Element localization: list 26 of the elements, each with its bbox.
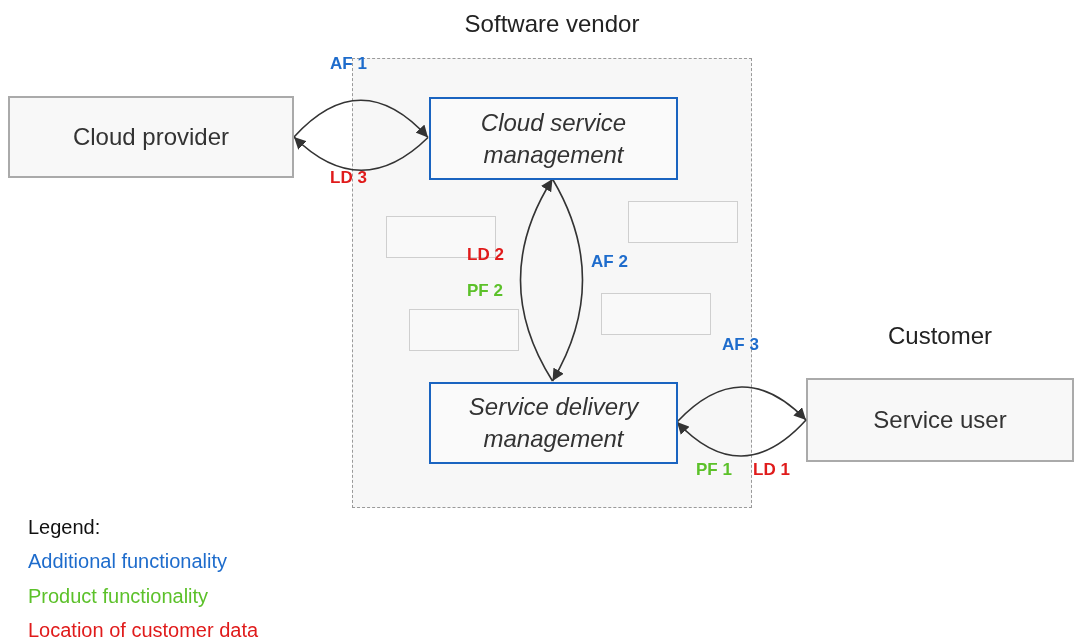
flow-code: LD 3 <box>330 168 367 188</box>
process-box: Cloud provider <box>8 96 294 178</box>
flow-code: PF 2 <box>467 281 503 301</box>
group-heading: Customer <box>888 322 992 350</box>
legend-entry: Product functionality <box>28 585 209 608</box>
process-box: Cloud service management <box>429 97 678 180</box>
curved-arrow <box>293 136 429 172</box>
empty-box <box>409 309 519 351</box>
legend-entry: Additional functionality <box>28 550 227 573</box>
legend-title: Legend: <box>28 516 101 539</box>
flow-code: PF 1 <box>696 460 732 480</box>
flow-code: LD 1 <box>753 460 790 480</box>
empty-box <box>386 216 496 258</box>
box-label: Service user <box>873 406 1007 434</box>
curved-arrow <box>551 178 584 382</box>
curved-arrow <box>519 178 554 382</box>
legend-entry: Location of customer data <box>28 619 259 642</box>
flow-code: AF 1 <box>330 54 367 74</box>
flow-code: AF 3 <box>722 335 759 355</box>
process-box: Service delivery management <box>429 382 678 464</box>
empty-box <box>601 293 711 335</box>
group-heading: Software vendor <box>464 10 640 38</box>
flow-code: AF 2 <box>591 252 628 272</box>
flow-code: LD 2 <box>467 245 504 265</box>
curved-arrow <box>293 99 429 139</box>
empty-box <box>628 201 738 243</box>
